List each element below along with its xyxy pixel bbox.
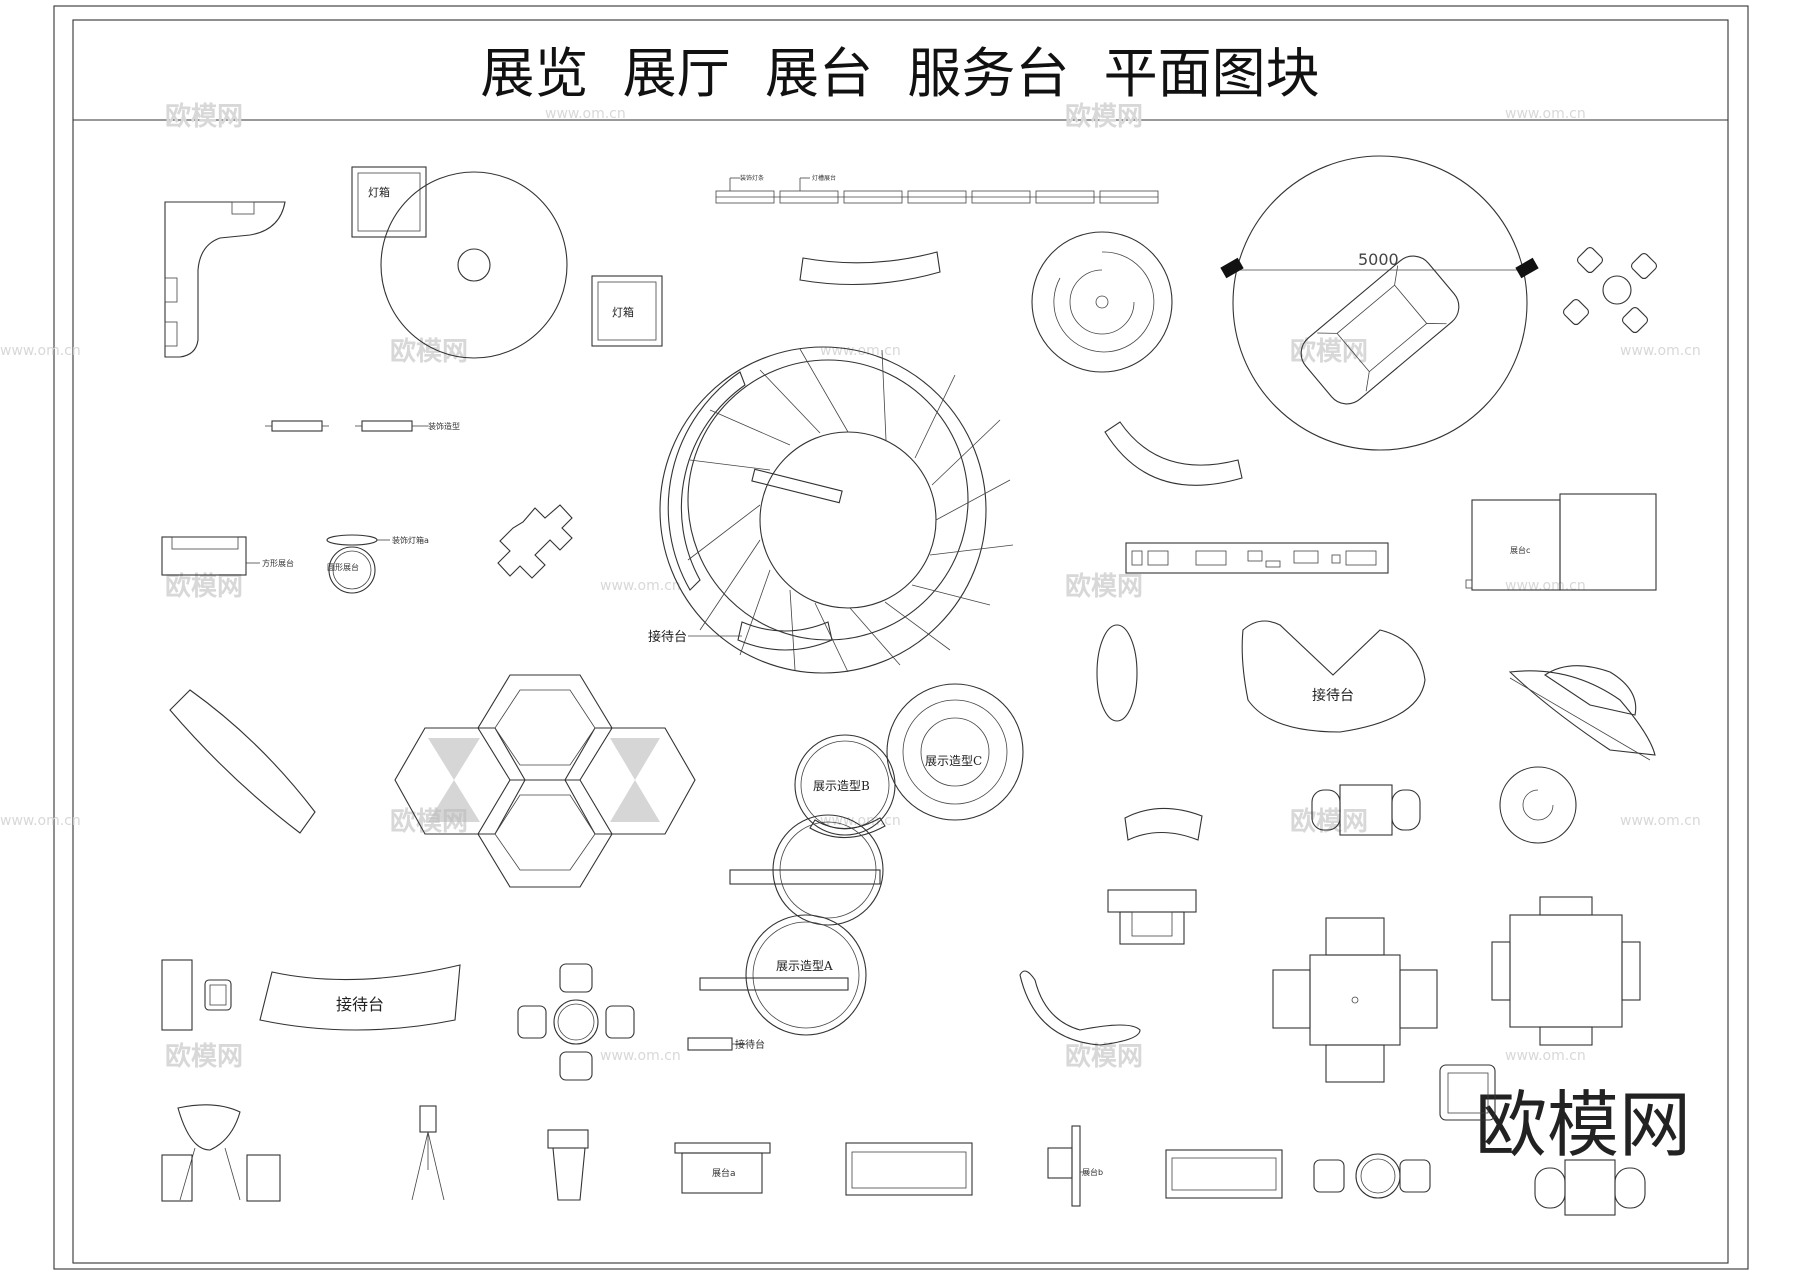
oval-display bbox=[1096, 624, 1138, 722]
tripod-stand bbox=[411, 1105, 445, 1201]
watermark-brand: 欧模网 bbox=[1290, 806, 1368, 837]
diagonal-long-table bbox=[169, 689, 316, 834]
dimension-5000: 5000 bbox=[1358, 250, 1399, 269]
watermark-url: www.om.cn bbox=[0, 343, 81, 359]
booth-b: 展台b bbox=[1047, 1125, 1103, 1207]
booth-a-label: 展台a bbox=[712, 1167, 736, 1179]
square-table-large bbox=[1491, 896, 1641, 1046]
watermark-brand: 欧模网 bbox=[165, 571, 243, 602]
reception-label-1: 接待台 bbox=[648, 629, 687, 645]
display-shape-c: 展示造型C bbox=[886, 683, 1024, 821]
watermark-url: www.om.cn bbox=[0, 813, 81, 829]
light-strip-label-1: 装饰灯条 bbox=[740, 174, 764, 182]
desk-with-chair bbox=[161, 959, 232, 1031]
display-a-label: 展示造型A bbox=[776, 959, 833, 973]
arc-counter-small bbox=[1124, 807, 1203, 841]
round-booth-lightbox: 装饰灯箱a 圆形展台 bbox=[326, 534, 429, 594]
lounge-chair-stools bbox=[161, 1104, 281, 1202]
puzzle-display bbox=[497, 504, 573, 579]
long-shelf bbox=[1165, 1149, 1283, 1199]
round-table-small bbox=[1499, 766, 1577, 844]
hexagon-cluster bbox=[394, 674, 696, 888]
watermark-url: www.om.cn bbox=[820, 813, 901, 829]
lightbox-2: 灯箱 bbox=[591, 275, 663, 347]
long-booth bbox=[845, 1142, 973, 1196]
decor-lightbox-label: 装饰灯箱a bbox=[392, 535, 429, 545]
boomerang-counter bbox=[1019, 970, 1141, 1046]
watermark-url: www.om.cn bbox=[1505, 1048, 1586, 1064]
square-table-4-chairs bbox=[1272, 917, 1438, 1083]
display-c-label: 展示造型C bbox=[925, 754, 982, 768]
square-booth: 方形展台 bbox=[161, 536, 294, 576]
watermark-url: www.om.cn bbox=[1620, 343, 1701, 359]
round-platform-large bbox=[380, 171, 568, 359]
watermark-brand: 欧模网 bbox=[165, 1041, 243, 1072]
page-title: 展览 展厅 展台 服务台 平面图块 bbox=[480, 42, 1319, 105]
reception-arc-large: 接待台 bbox=[259, 964, 461, 1031]
watermark-brand: 欧模网 bbox=[165, 101, 243, 132]
round-table-2-chairs bbox=[1313, 1153, 1431, 1199]
desk-chair-pair bbox=[1534, 1159, 1646, 1216]
sculpture-hat bbox=[1508, 665, 1656, 761]
display-shape-lower bbox=[729, 814, 884, 926]
arc-counter-right bbox=[1104, 421, 1243, 486]
inner-frame bbox=[72, 19, 1729, 1264]
small-table-4-chairs bbox=[1562, 246, 1658, 334]
reception-label-2: 接待台 bbox=[1312, 687, 1354, 704]
reception-heart: 接待台 bbox=[1241, 620, 1426, 733]
service-counter-long bbox=[1125, 542, 1389, 574]
watermark-url: www.om.cn bbox=[600, 578, 681, 594]
reception-label-4: 接待台 bbox=[735, 1038, 765, 1051]
small-desk-framed bbox=[1107, 889, 1197, 945]
display-shape-a: 展示造型A bbox=[699, 914, 867, 1036]
reception-spiral-stage: 接待台 bbox=[648, 346, 1014, 674]
booth-b-label: 展台b bbox=[1082, 1167, 1103, 1177]
light-strip-label-2: 灯槽展台 bbox=[812, 174, 836, 182]
watermark-brand: 欧模网 bbox=[390, 336, 468, 367]
display-b-label: 展示造型B bbox=[813, 779, 870, 793]
arc-counter-top bbox=[799, 251, 941, 285]
desk-side-chairs bbox=[1311, 784, 1421, 836]
booth-c: 展台c bbox=[1465, 493, 1657, 591]
booth-a: 展台a bbox=[674, 1142, 771, 1194]
concentric-round-display bbox=[1031, 231, 1173, 373]
decor-shape-bars: 装饰造型 bbox=[265, 420, 460, 432]
vase-stand bbox=[547, 1129, 589, 1201]
round-table-4-chairs bbox=[517, 963, 635, 1081]
decor-shape-label: 装饰造型 bbox=[428, 421, 460, 431]
watermark-url: www.om.cn bbox=[600, 1048, 681, 1064]
watermark-brand: 欧模网 bbox=[1065, 101, 1143, 132]
watermark-url: www.om.cn bbox=[545, 106, 626, 122]
light-strip-row: 装饰灯条 灯槽展台 bbox=[715, 174, 1159, 204]
watermark-url: www.om.cn bbox=[1505, 106, 1586, 122]
booth-c-label: 展台c bbox=[1510, 545, 1530, 555]
square-booth-label: 方形展台 bbox=[262, 558, 294, 568]
watermark-brand: 欧模网 bbox=[1065, 571, 1143, 602]
lightbox-2-label: 灯箱 bbox=[612, 305, 634, 319]
watermark-url: www.om.cn bbox=[1620, 813, 1701, 829]
lightbox-1: 灯箱 bbox=[351, 166, 427, 238]
watermark-url: www.om.cn bbox=[1505, 578, 1586, 594]
watermark-layer: 欧模网 www.om.cn 欧模网 www.om.cn 欧模网 www.om.c… bbox=[0, 101, 1701, 1167]
lightbox-1-label: 灯箱 bbox=[368, 185, 390, 199]
l-shaped-counter bbox=[164, 201, 286, 358]
watermark-brand-large: 欧模网 bbox=[1475, 1083, 1691, 1167]
reception-label-3: 接待台 bbox=[336, 995, 384, 1014]
round-booth-label: 圆形展台 bbox=[327, 562, 359, 572]
reception-small-bar: 接待台 bbox=[687, 1037, 765, 1051]
watermark-brand: 欧模网 bbox=[1065, 1041, 1143, 1072]
car-display-circle: 5000 bbox=[1220, 155, 1539, 451]
armchair-corner bbox=[1439, 1064, 1496, 1121]
outer-frame bbox=[53, 5, 1749, 1270]
